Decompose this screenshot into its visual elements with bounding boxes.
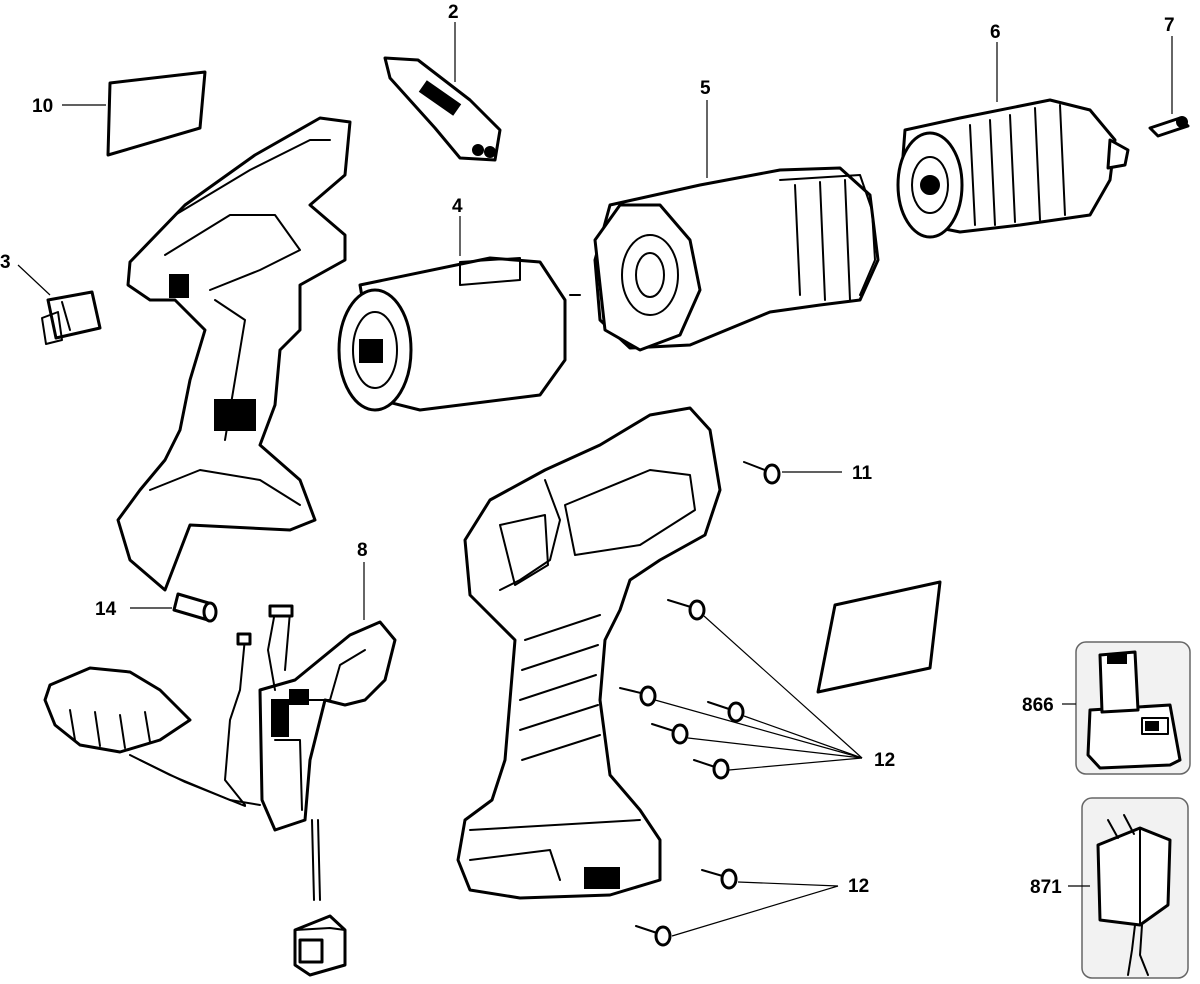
label-8: 8 [357, 540, 368, 561]
trigger-cap [43, 666, 261, 807]
housing-half-right [456, 406, 722, 900]
part-2-terminal [383, 56, 502, 162]
label-4: 4 [452, 196, 463, 217]
label-866: 866 [1022, 695, 1054, 716]
part-12-screws-upper [619, 599, 745, 780]
part-871-charger [1081, 797, 1189, 979]
terminal-connector [293, 914, 347, 977]
label-871: 871 [1030, 877, 1062, 898]
part-10-label-plate [106, 70, 207, 157]
label-2: 2 [448, 2, 459, 23]
label-14: 14 [95, 599, 117, 620]
part-5-gearbox [593, 166, 880, 352]
label-10: 10 [32, 96, 53, 117]
decal-sheet [816, 580, 942, 694]
label-3: 3 [0, 252, 11, 273]
leader-12-lower [671, 881, 839, 937]
label-11: 11 [852, 463, 873, 484]
part-7-screw [1148, 116, 1190, 138]
housing-half-left [116, 116, 352, 592]
label-6: 6 [990, 22, 1001, 43]
part-8-switch [224, 604, 397, 901]
part-3-clip [41, 290, 102, 345]
label-7: 7 [1164, 15, 1175, 36]
part-4-motor [337, 256, 581, 412]
label-12-upper: 12 [874, 750, 895, 771]
part-866-battery [1075, 641, 1191, 775]
part-12-screws-lower [635, 868, 738, 947]
leader-12-upper [654, 615, 863, 771]
part-6-chuck [896, 98, 1130, 239]
label-12-lower: 12 [848, 876, 869, 897]
label-5: 5 [700, 78, 711, 99]
leader-3 [17, 264, 51, 296]
part-11-screw [743, 461, 781, 485]
part-14-pin [172, 592, 218, 623]
